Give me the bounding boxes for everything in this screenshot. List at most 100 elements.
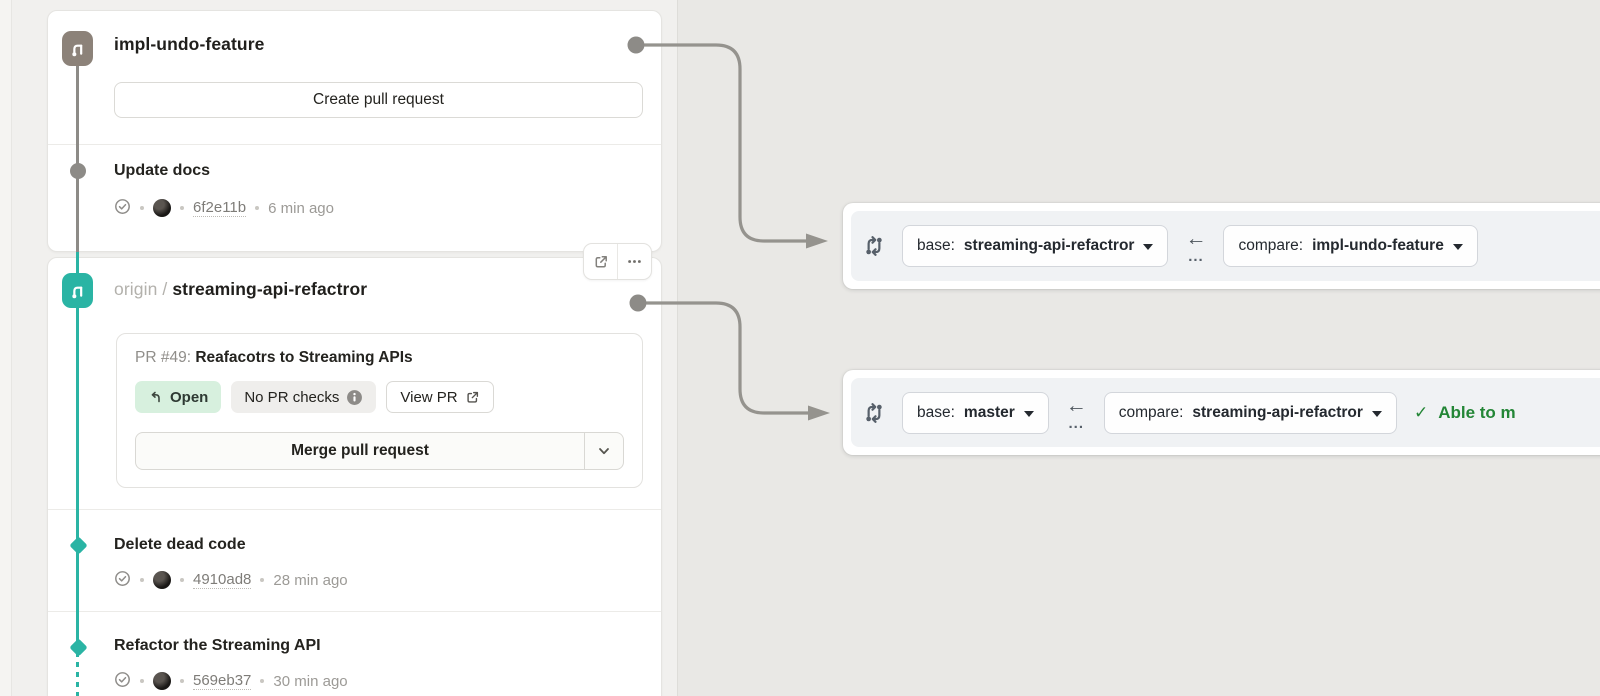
compare-bar-impl-undo-feature: base: streaming-api-refactror ← ... comp… xyxy=(843,203,1600,289)
range-ellipsis: ... xyxy=(1068,414,1085,432)
git-branch-glyph xyxy=(72,286,83,299)
mergeable-status: ✓ Able to m xyxy=(1414,403,1516,423)
merge-split-button: Merge pull request xyxy=(135,432,624,470)
merge-pull-request-button[interactable]: Merge pull request xyxy=(291,442,429,459)
branch-name: impl-undo-feature xyxy=(114,34,265,54)
git-compare-icon xyxy=(863,402,885,424)
compare-branch-name: impl-undo-feature xyxy=(1312,237,1444,254)
left-edge-strip xyxy=(0,0,12,696)
view-pr-text: View PR xyxy=(400,388,458,406)
external-link-icon xyxy=(595,255,607,267)
caret-down-icon xyxy=(1143,244,1154,250)
pr-status-text: Open xyxy=(170,388,209,406)
chevron-down-icon xyxy=(599,448,609,455)
check-circle-icon xyxy=(114,198,131,219)
commit-title: Update docs xyxy=(114,162,211,179)
pr-title-text: Reafacotrs to Streaming APIs xyxy=(195,349,413,366)
compare-label: compare: xyxy=(1118,403,1184,421)
pr-checks-text: No PR checks xyxy=(244,388,340,406)
mergeable-text: Able to m xyxy=(1438,402,1516,422)
caret-down-icon xyxy=(1452,244,1463,250)
base-branch-name: master xyxy=(963,403,1015,421)
base-label: base: xyxy=(917,237,955,254)
avatar xyxy=(153,571,171,589)
compare-range-indicator: ← ... xyxy=(1185,228,1206,264)
pr-title: PR #49: Reafacotrs to Streaming APIs xyxy=(135,349,624,367)
pr-number-label: PR #49: xyxy=(135,349,192,366)
commit-meta-row: 6f2e11b 6 min ago xyxy=(114,198,334,218)
commit-time: 6 min ago xyxy=(268,199,334,217)
branch-card-streaming-api-refactror: origin / streaming-api-refactror PR #49:… xyxy=(47,257,662,696)
commit-title: Delete dead code xyxy=(114,536,246,553)
caret-down-icon xyxy=(1371,410,1382,417)
separator-dot xyxy=(260,679,265,683)
separator-dot xyxy=(180,206,184,210)
commit-title: Refactor the Streaming API xyxy=(114,637,321,654)
caret-down-icon xyxy=(1023,410,1034,417)
timeline-gray-segment xyxy=(76,60,79,252)
base-branch-dropdown[interactable]: base: streaming-api-refactror xyxy=(902,225,1169,267)
branch-icon xyxy=(62,273,93,308)
base-branch-dropdown[interactable]: base: master xyxy=(902,391,1049,434)
timeline-dotted-segment xyxy=(76,652,79,696)
more-options-button[interactable] xyxy=(617,244,651,279)
separator-dot xyxy=(140,206,144,210)
pr-status-badge: Open xyxy=(135,381,222,413)
base-label: base: xyxy=(917,403,955,421)
branch-card-impl-undo-feature: impl-undo-feature Create pull request Up… xyxy=(47,10,662,252)
commit-hash-link[interactable]: 4910ad8 xyxy=(193,571,252,589)
compare-branch-dropdown[interactable]: compare: impl-undo-feature xyxy=(1223,225,1478,267)
separator-dot xyxy=(180,578,184,582)
commit-meta-row: 4910ad8 28 min ago xyxy=(114,570,348,590)
branch-card-toolbar xyxy=(583,243,652,280)
path-separator: / xyxy=(162,279,168,299)
pull-request-box: PR #49: Reafacotrs to Streaming APIs Ope… xyxy=(116,333,643,488)
card-divider xyxy=(48,144,661,145)
compare-bar-inner: base: streaming-api-refactror ← ... comp… xyxy=(851,211,1600,281)
commit-time: 30 min ago xyxy=(273,672,348,690)
compare-bar-master: base: master ← ... compare: streaming-ap… xyxy=(843,370,1600,455)
branch-icon xyxy=(62,31,93,66)
compare-bar-inner: base: master ← ... compare: streaming-ap… xyxy=(851,378,1600,447)
separator-dot xyxy=(140,578,144,582)
card-divider xyxy=(48,509,661,510)
merge-options-toggle[interactable] xyxy=(584,433,623,469)
check-circle-icon xyxy=(114,671,131,692)
avatar xyxy=(153,672,171,690)
check-icon: ✓ xyxy=(1413,402,1429,422)
pr-badge-row: Open No PR checks View PR xyxy=(135,381,624,413)
external-link-icon xyxy=(467,391,478,403)
commit-hash-link[interactable]: 6f2e11b xyxy=(193,199,247,217)
compare-label: compare: xyxy=(1238,237,1304,254)
branch-name-text: streaming-api-refactror xyxy=(172,279,368,299)
pr-checks-badge: No PR checks xyxy=(231,381,377,413)
check-circle-icon xyxy=(114,570,131,591)
git-compare-icon xyxy=(863,235,885,257)
graph-canvas xyxy=(677,0,1600,696)
remote-prefix: origin xyxy=(114,279,158,299)
branch-name: origin / streaming-api-refactror xyxy=(114,279,367,300)
info-icon[interactable] xyxy=(346,389,363,406)
left-arrow-icon: ← xyxy=(1185,227,1207,250)
left-arrow-icon: ← xyxy=(1065,393,1087,417)
separator-dot xyxy=(140,679,144,683)
timeline-teal-segment xyxy=(76,252,79,652)
commit-hash-link[interactable]: 569eb37 xyxy=(193,672,252,690)
create-pull-request-button[interactable]: Create pull request xyxy=(114,82,643,118)
base-branch-name: streaming-api-refactror xyxy=(963,237,1135,254)
commit-meta-row: 569eb37 30 min ago xyxy=(114,671,348,691)
range-ellipsis: ... xyxy=(1188,248,1204,265)
compare-branch-name: streaming-api-refactror xyxy=(1192,403,1363,421)
avatar xyxy=(153,199,171,217)
open-external-button[interactable] xyxy=(584,244,617,279)
card-divider xyxy=(48,611,661,612)
view-pr-button[interactable]: View PR xyxy=(386,381,494,413)
git-branch-glyph xyxy=(72,44,83,57)
compare-branch-dropdown[interactable]: compare: streaming-api-refactror xyxy=(1103,391,1397,434)
separator-dot xyxy=(260,578,265,582)
ellipsis-icon xyxy=(628,260,641,263)
separator-dot xyxy=(180,679,184,683)
commit-node-dot xyxy=(70,163,86,179)
open-pr-arrow-icon xyxy=(151,391,160,403)
